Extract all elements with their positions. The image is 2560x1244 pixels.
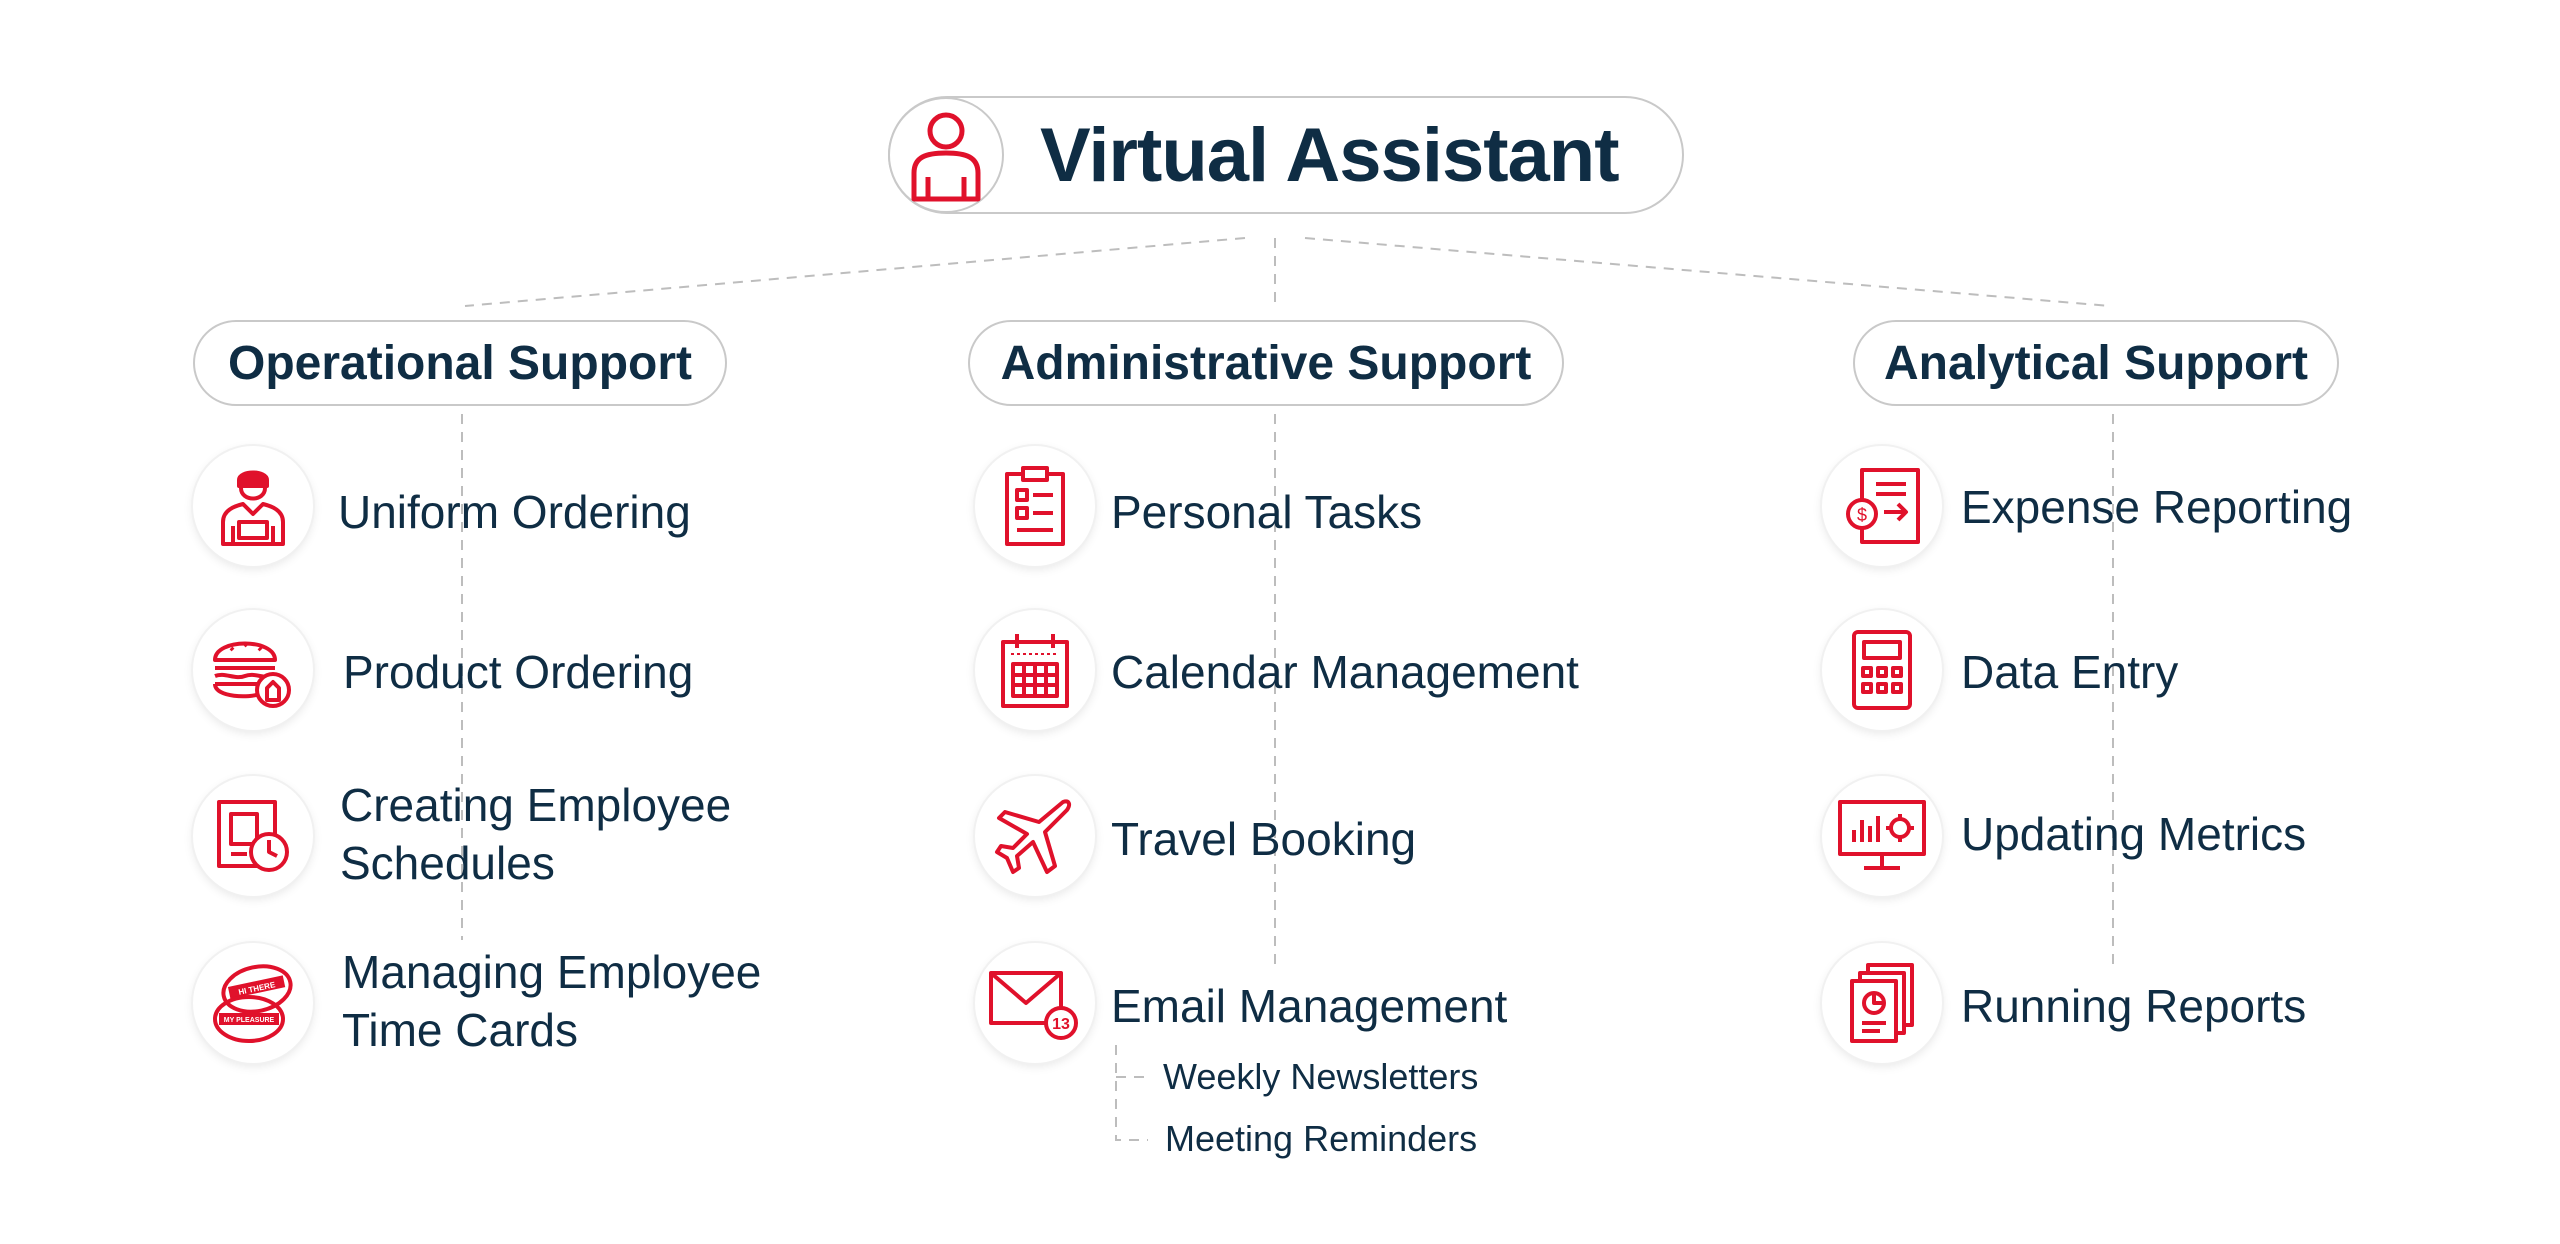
category-analytical-support: Analytical Support xyxy=(1853,320,2339,406)
airplane-icon xyxy=(975,776,1095,896)
expense-document-icon: $ xyxy=(1822,446,1942,566)
svg-text:$: $ xyxy=(1857,505,1867,525)
email-badge-count: 13 xyxy=(1052,1016,1070,1033)
category-administrative-support: Administrative Support xyxy=(968,320,1564,406)
clipboard-checklist-icon xyxy=(975,446,1095,566)
item-data-entry: Data Entry xyxy=(1961,646,2179,698)
item-email-management: Email Management xyxy=(1111,980,1508,1032)
item-product-ordering: Product Ordering xyxy=(343,646,694,698)
item-personal-tasks: Personal Tasks xyxy=(1111,486,1423,538)
item-expense-reporting: Expense Reporting xyxy=(1961,481,2353,533)
root-node: Virtual Assistant xyxy=(888,96,1684,214)
item-travel-booking: Travel Booking xyxy=(1111,813,1417,865)
envelope-icon: 13 xyxy=(975,943,1095,1063)
burger-order-icon xyxy=(193,610,313,730)
tag-text-2: MY PLEASURE xyxy=(224,1017,275,1024)
name-tag-cards-icon: HI THERE MY PLEASURE xyxy=(193,943,313,1063)
item-managing-employee-time-cards: Managing Employee Time Cards xyxy=(342,943,812,1059)
item-calendar-management: Calendar Management xyxy=(1111,646,1579,698)
schedule-clock-icon xyxy=(193,776,313,896)
item-creating-employee-schedules: Creating Employee Schedules xyxy=(340,776,810,892)
calculator-icon xyxy=(1822,610,1942,730)
item-line-1: Managing Employee xyxy=(342,946,762,998)
subitem-meeting-reminders: Meeting Reminders xyxy=(1165,1118,1478,1159)
report-pages-icon xyxy=(1822,943,1942,1063)
item-uniform-ordering: Uniform Ordering xyxy=(338,486,691,538)
item-line-2: Time Cards xyxy=(342,1004,578,1056)
worker-uniform-icon xyxy=(193,446,313,566)
calendar-icon xyxy=(975,610,1095,730)
person-icon xyxy=(888,97,1004,213)
item-updating-metrics: Updating Metrics xyxy=(1961,808,2307,860)
item-line-2: Schedules xyxy=(340,837,555,889)
root-title: Virtual Assistant xyxy=(1040,112,1620,198)
subitem-weekly-newsletters: Weekly Newsletters xyxy=(1163,1056,1479,1097)
item-running-reports: Running Reports xyxy=(1961,980,2307,1032)
monitor-metrics-icon xyxy=(1822,776,1942,896)
item-line-1: Creating Employee xyxy=(340,779,732,831)
category-operational-support: Operational Support xyxy=(193,320,727,406)
